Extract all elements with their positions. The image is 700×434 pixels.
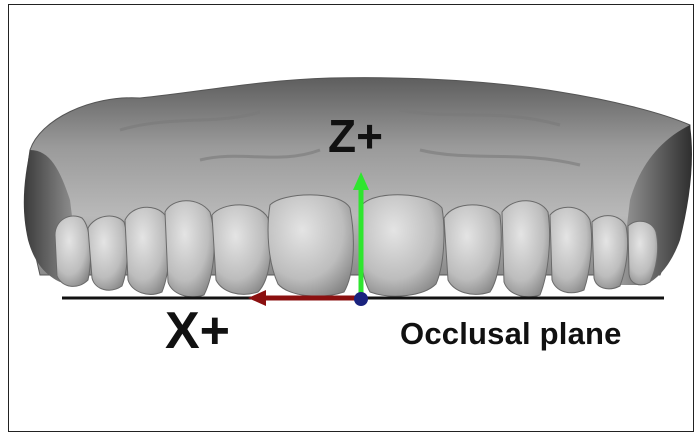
tooth: [88, 216, 128, 290]
tooth: [550, 207, 592, 293]
tooth: [592, 216, 628, 289]
tooth: [502, 201, 550, 297]
z-axis-label: Z+: [328, 113, 383, 159]
tooth: [55, 216, 90, 286]
tooth: [165, 201, 214, 297]
tooth-central-left: [268, 195, 353, 296]
occlusal-plane-label: Occlusal plane: [400, 318, 622, 349]
tooth: [628, 221, 658, 285]
tooth-central-right: [360, 195, 444, 296]
tooth: [212, 205, 271, 294]
tooth: [444, 205, 501, 294]
tooth: [125, 207, 169, 294]
x-axis-label: X+: [165, 305, 230, 357]
origin-point: [354, 292, 368, 306]
